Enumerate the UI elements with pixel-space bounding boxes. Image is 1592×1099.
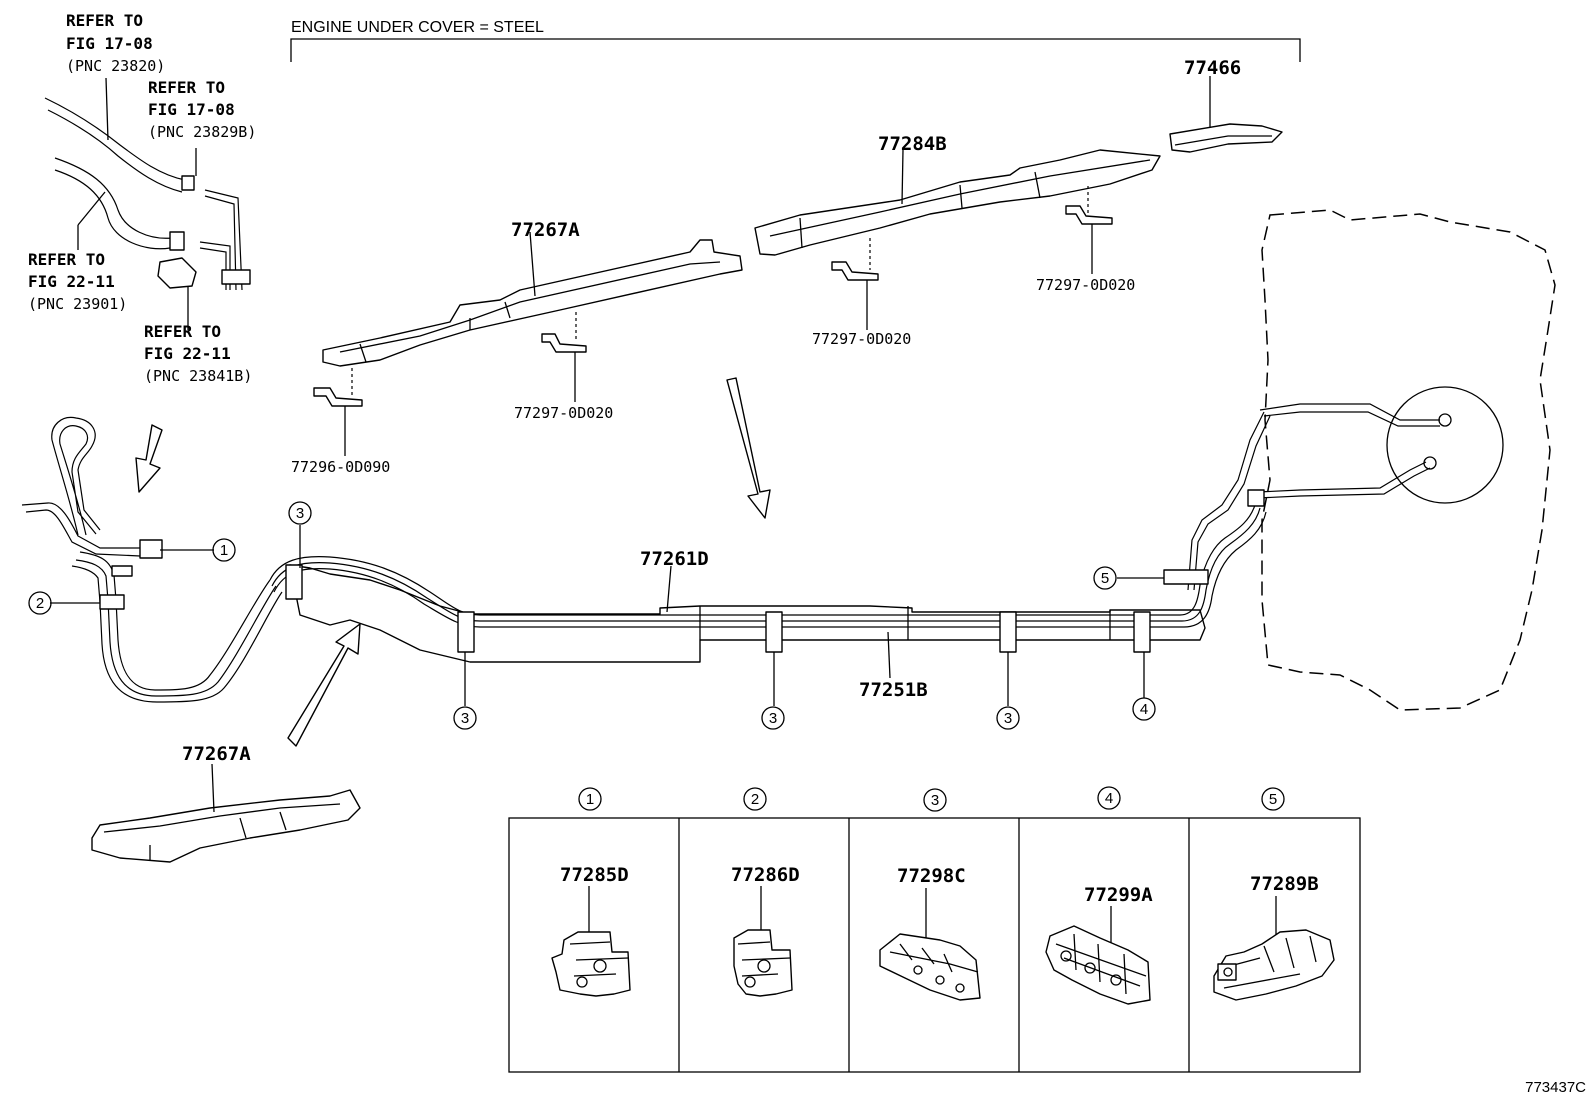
- detail-cell: 2 77286D: [731, 787, 800, 997]
- callout-3: 3: [996, 652, 1020, 730]
- clip-77297-c: 77297-0D020: [1036, 186, 1135, 294]
- clip-illustration: [551, 931, 631, 997]
- clip-illustration: [879, 933, 981, 1001]
- svg-text:FIG 22-11: FIG 22-11: [28, 272, 115, 291]
- svg-text:REFER TO: REFER TO: [28, 250, 105, 269]
- svg-text:4: 4: [1105, 790, 1113, 807]
- figure-id: 773437C: [1525, 1079, 1586, 1096]
- svg-text:2: 2: [751, 791, 759, 808]
- svg-text:5: 5: [1269, 791, 1277, 808]
- svg-text:(PNC 23901): (PNC 23901): [28, 295, 127, 313]
- clip-3: [765, 611, 783, 653]
- detail-cell: 5 77289B: [1213, 787, 1335, 1001]
- callout-1: 1: [160, 538, 236, 562]
- reference-note: REFER TO FIG 17-08 (PNC 23820): [66, 11, 165, 75]
- under-cover-part-77466: 77466: [1169, 57, 1283, 153]
- clip-illustration: [733, 929, 793, 997]
- svg-text:5: 5: [1101, 570, 1109, 587]
- part-number: 77284B: [878, 133, 947, 155]
- part-number: 77286D: [731, 864, 800, 886]
- callout-3: 3: [288, 501, 312, 568]
- clip-illustration: [1213, 929, 1335, 1001]
- part-number: 77285D: [560, 864, 629, 886]
- svg-text:3: 3: [461, 710, 469, 727]
- detail-cell: 3 77298C: [879, 788, 981, 1001]
- clip-3: [999, 611, 1017, 653]
- svg-text:2: 2: [36, 595, 44, 612]
- reference-note: REFER TO FIG 22-11 (PNC 23901): [28, 250, 127, 313]
- part-number: 77261D: [640, 548, 709, 570]
- clip-77296: 77296-0D090: [291, 368, 390, 476]
- clip-3: [285, 564, 303, 600]
- reference-note: REFER TO FIG 17-08 (PNC 23829B): [148, 78, 256, 141]
- detail-cell: 1 77285D: [551, 787, 631, 997]
- svg-text:3: 3: [931, 792, 939, 809]
- callout-2: 2: [28, 591, 100, 615]
- svg-text:REFER TO: REFER TO: [144, 322, 221, 341]
- part-number: 77289B: [1250, 873, 1319, 895]
- clip-3: [457, 611, 475, 653]
- direction-arrow: [135, 424, 163, 493]
- part-number: 77299A: [1084, 884, 1153, 906]
- cover-bracket: ENGINE UNDER COVER = STEEL: [290, 19, 1301, 62]
- svg-text:1: 1: [220, 542, 228, 559]
- svg-text:FIG 22-11: FIG 22-11: [144, 344, 231, 363]
- part-number: 77466: [1184, 57, 1241, 79]
- svg-text:3: 3: [296, 505, 304, 522]
- svg-text:4: 4: [1140, 701, 1148, 718]
- part-number: 77297-0D020: [812, 330, 911, 348]
- svg-text:3: 3: [1004, 710, 1012, 727]
- detail-cell: 4 77299A: [1045, 786, 1153, 1005]
- cover-note: ENGINE UNDER COVER = STEEL: [291, 19, 544, 36]
- under-cover-part-77284B: 77284B: [754, 133, 1161, 256]
- fuel-tank-outline: [1257, 209, 1556, 711]
- svg-text:(PNC 23841B): (PNC 23841B): [144, 367, 252, 385]
- fuel-line-assembly: 77261D 77251B: [21, 411, 1271, 703]
- svg-text:REFER TO: REFER TO: [66, 11, 143, 30]
- direction-arrow: [287, 623, 361, 747]
- clip-77297-b: 77297-0D020: [812, 238, 911, 348]
- svg-text:(PNC 23829B): (PNC 23829B): [148, 123, 256, 141]
- svg-text:REFER TO: REFER TO: [148, 78, 225, 97]
- callout-3: 3: [453, 652, 477, 730]
- callout-3: 3: [761, 652, 785, 730]
- reference-notes: REFER TO FIG 17-08 (PNC 23820) REFER TO …: [28, 11, 256, 385]
- part-number: 77267A: [511, 219, 580, 241]
- part-number: 77267A: [182, 743, 251, 765]
- svg-text:FIG 17-08: FIG 17-08: [148, 100, 235, 119]
- clip-5: [1163, 569, 1209, 585]
- svg-text:(PNC 23820): (PNC 23820): [66, 57, 165, 75]
- under-cover-part-77267A-lower: 77267A: [91, 743, 361, 863]
- callout-4: 4: [1132, 652, 1156, 721]
- part-number: 77297-0D020: [1036, 276, 1135, 294]
- clip-detail-table: 1 77285D 2 77286D: [508, 786, 1361, 1073]
- part-number: 77251B: [859, 679, 928, 701]
- callout-5: 5: [1093, 566, 1164, 590]
- direction-arrow: [726, 377, 771, 519]
- hose-connection-detail: [44, 77, 251, 330]
- svg-text:FIG 17-08: FIG 17-08: [66, 34, 153, 53]
- part-number: 77297-0D020: [514, 404, 613, 422]
- svg-text:3: 3: [769, 710, 777, 727]
- reference-note: REFER TO FIG 22-11 (PNC 23841B): [144, 322, 252, 385]
- under-cover-part-77267A-upper: 77267A: [322, 219, 743, 367]
- clip-77297-a: 77297-0D020: [514, 312, 613, 422]
- clip-4: [1133, 611, 1151, 653]
- part-number: 77296-0D090: [291, 458, 390, 476]
- part-number: 77298C: [897, 865, 966, 887]
- clip-illustration: [1045, 925, 1151, 1005]
- svg-text:1: 1: [586, 791, 594, 808]
